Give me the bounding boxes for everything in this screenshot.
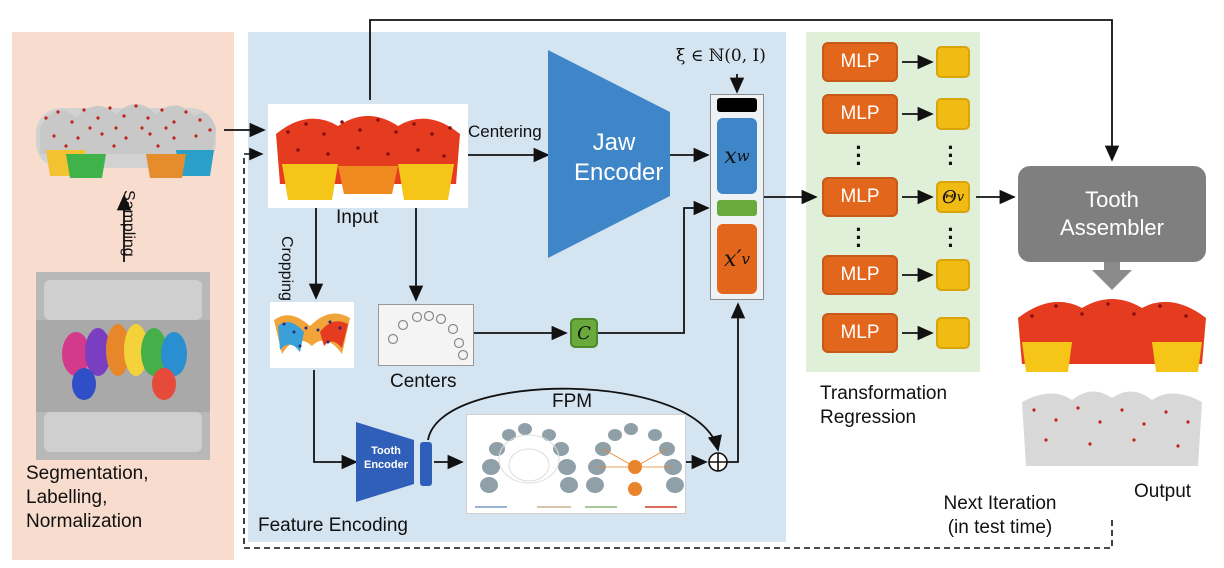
next-iteration-label: Next Iteration (in test time) bbox=[930, 492, 1070, 540]
next-iteration-line2: (in test time) bbox=[947, 517, 1053, 538]
preprocess-line2: Labelling, bbox=[26, 487, 108, 508]
ellipsis-dots: ··· bbox=[855, 217, 863, 258]
tooth-encoder-line1: Tooth bbox=[371, 445, 401, 457]
tooth-encoder bbox=[356, 422, 432, 502]
mlp-block: MLP bbox=[822, 255, 898, 295]
jaw-scan-image bbox=[36, 272, 210, 460]
cropping-label: Cropping bbox=[278, 236, 295, 301]
noise-slot bbox=[717, 98, 757, 112]
preprocess-line3: Normalization bbox=[26, 511, 143, 532]
tooth-encoder-line2: Encoder bbox=[363, 459, 408, 471]
segmented-teeth-image bbox=[36, 104, 216, 178]
output-label: Output bbox=[1134, 481, 1192, 502]
theta-box bbox=[936, 98, 970, 130]
preprocess-line1: Segmentation, bbox=[26, 463, 149, 484]
noise-label: ξ ∈ ℕ(0, I) bbox=[676, 46, 766, 66]
xw-subscript: w bbox=[736, 147, 750, 165]
centering-label: Centering bbox=[468, 122, 542, 141]
center-encoding-box: C bbox=[570, 318, 598, 348]
feature-encoding-label: Feature Encoding bbox=[258, 515, 408, 536]
sampling-label: Sampling bbox=[120, 190, 137, 257]
fpm-dental-arches bbox=[475, 423, 684, 508]
centers-label: Centers bbox=[390, 371, 457, 392]
output-images bbox=[1018, 299, 1206, 466]
theta-box bbox=[936, 259, 970, 291]
tooth-assembler: Tooth Assembler bbox=[1018, 166, 1206, 262]
centers-circles bbox=[387, 310, 469, 361]
ellipsis-dots: ··· bbox=[855, 135, 863, 176]
xv-latent: x′v bbox=[717, 224, 757, 294]
jaw-encoder-label: Jaw Encoder bbox=[574, 128, 664, 188]
mlp-block: MLP bbox=[822, 313, 898, 353]
centers-box bbox=[378, 304, 474, 366]
input-pointcloud bbox=[268, 104, 468, 208]
mlp-block: MLP bbox=[822, 94, 898, 134]
theta-symbol: Θ bbox=[941, 186, 957, 208]
regression-line2: Regression bbox=[820, 407, 917, 428]
theta-box bbox=[936, 317, 970, 349]
xw-symbol: x bbox=[724, 143, 737, 169]
jaw-encoder-line1: Jaw bbox=[592, 129, 636, 156]
ellipsis-dots: ··· bbox=[947, 135, 955, 176]
fpm-label: FPM bbox=[552, 391, 593, 412]
xv-symbol: x′ bbox=[724, 246, 742, 272]
mlp-block: MLP bbox=[822, 177, 898, 217]
theta-box bbox=[936, 46, 970, 78]
tooth-encoder-label: Tooth Encoder bbox=[358, 444, 414, 472]
jaw-encoder-line2: Encoder bbox=[574, 159, 664, 186]
assembler-line2: Assembler bbox=[1060, 215, 1164, 240]
center-slot bbox=[717, 200, 757, 216]
preprocess-label: Segmentation, Labelling, Normalization bbox=[26, 462, 149, 534]
jaw-encoder bbox=[548, 50, 670, 258]
fpm-image bbox=[466, 414, 686, 514]
next-iteration-line1: Next Iteration bbox=[943, 493, 1057, 514]
ellipsis-dots: ··· bbox=[947, 217, 955, 258]
assembler-line1: Tooth bbox=[1085, 187, 1139, 212]
mlp-block: MLP bbox=[822, 42, 898, 82]
cropped-tooth-image bbox=[270, 302, 354, 368]
regression-label: Transformation Regression bbox=[820, 382, 947, 430]
input-label: Input bbox=[336, 207, 379, 228]
theta-subscript: v bbox=[956, 189, 965, 205]
regression-line1: Transformation bbox=[820, 383, 948, 404]
xv-subscript: v bbox=[741, 250, 750, 268]
